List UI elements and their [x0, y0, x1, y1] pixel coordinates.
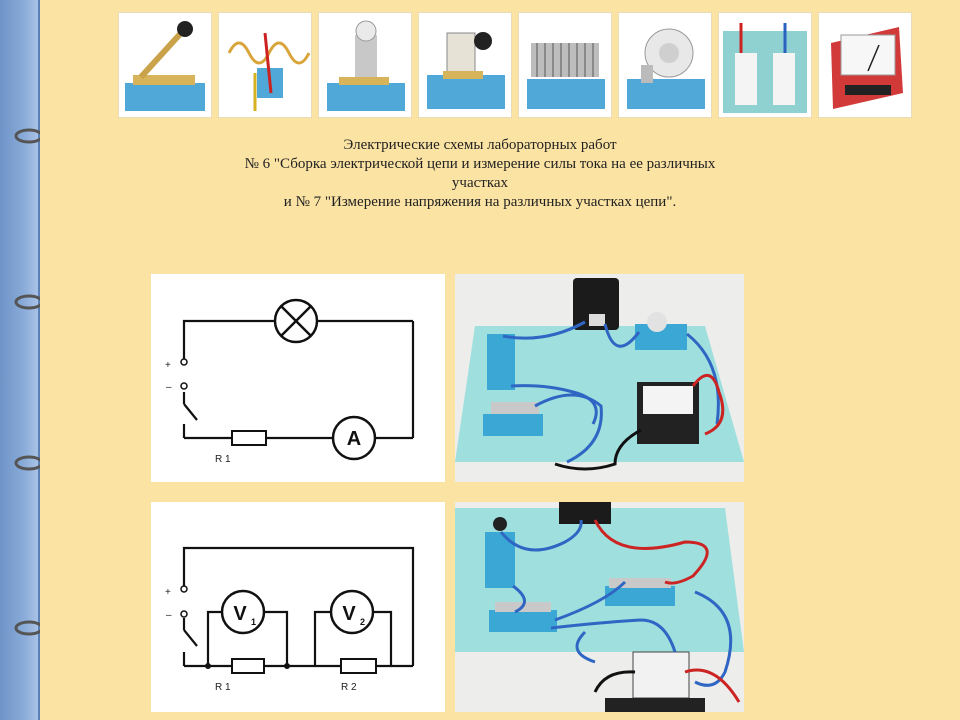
voltmeter-1-label: V — [233, 603, 247, 625]
wire-reel-icon — [627, 28, 705, 109]
voltmeter-2-subscript: 2 — [360, 617, 365, 627]
resistor-r1 — [231, 430, 267, 446]
title-line: № 6 "Сборка электрической цепи и измерен… — [244, 156, 716, 172]
binder-spine — [0, 0, 40, 720]
equipment-photo — [118, 12, 212, 118]
spiral-wire-icon — [227, 32, 311, 111]
title-line: и № 7 "Измерение напряжения на различных… — [283, 194, 677, 210]
equipment-photo — [818, 12, 912, 118]
lamp-symbol — [273, 298, 319, 344]
ammeter-label: A — [347, 428, 361, 450]
equipment-photo — [618, 12, 712, 118]
ammeter-symbol: A — [331, 415, 377, 461]
equipment-photo — [218, 12, 312, 118]
circuit-diagram-2: V 1 V 2 + – R 1 R 2 — [151, 502, 445, 712]
page-title: Электрические схемы лабораторных работ №… — [180, 136, 780, 212]
resistor-r2-label: R 2 — [341, 682, 357, 693]
circuit-diagram-1: A + – R 1 — [151, 274, 445, 482]
voltmeter-2-label: V — [342, 603, 356, 625]
lab-setup-photo-2 — [455, 502, 744, 712]
terminal-plus — [180, 358, 188, 366]
terminal-minus — [180, 382, 188, 390]
plus-label: + — [165, 587, 171, 598]
resistor-r2 — [340, 658, 377, 674]
voltmeter-1-symbol: V 1 — [220, 589, 266, 635]
junction-dot — [284, 663, 290, 669]
title-line: Электрические схемы лабораторных работ — [343, 137, 617, 153]
minus-label: – — [166, 610, 172, 621]
comb-resistor-icon — [527, 43, 605, 109]
terminal-minus — [180, 610, 188, 618]
lab-setup-photo-1 — [455, 274, 744, 482]
key-switch-icon — [125, 21, 205, 111]
minus-label: – — [166, 382, 172, 393]
voltmeter-1-subscript: 1 — [251, 617, 256, 627]
equipment-photo — [418, 12, 512, 118]
voltmeter-2-symbol: V 2 — [329, 589, 375, 635]
lamp-holder-icon — [327, 20, 405, 111]
plus-label: + — [165, 360, 171, 371]
equipment-photo — [318, 12, 412, 118]
resistor-r1-label: R 1 — [215, 682, 231, 693]
resistor-r1-label: R 1 — [215, 454, 231, 465]
resistor-r1 — [231, 658, 265, 674]
equipment-photo — [718, 12, 812, 118]
junction-dot — [205, 663, 211, 669]
rheostat-clamp-icon — [427, 32, 505, 109]
terminal-plus — [180, 585, 188, 593]
title-line: участках — [451, 175, 509, 191]
equipment-photo — [518, 12, 612, 118]
voltmeter-box-icon — [831, 27, 903, 109]
meter-board-icon — [723, 23, 807, 113]
